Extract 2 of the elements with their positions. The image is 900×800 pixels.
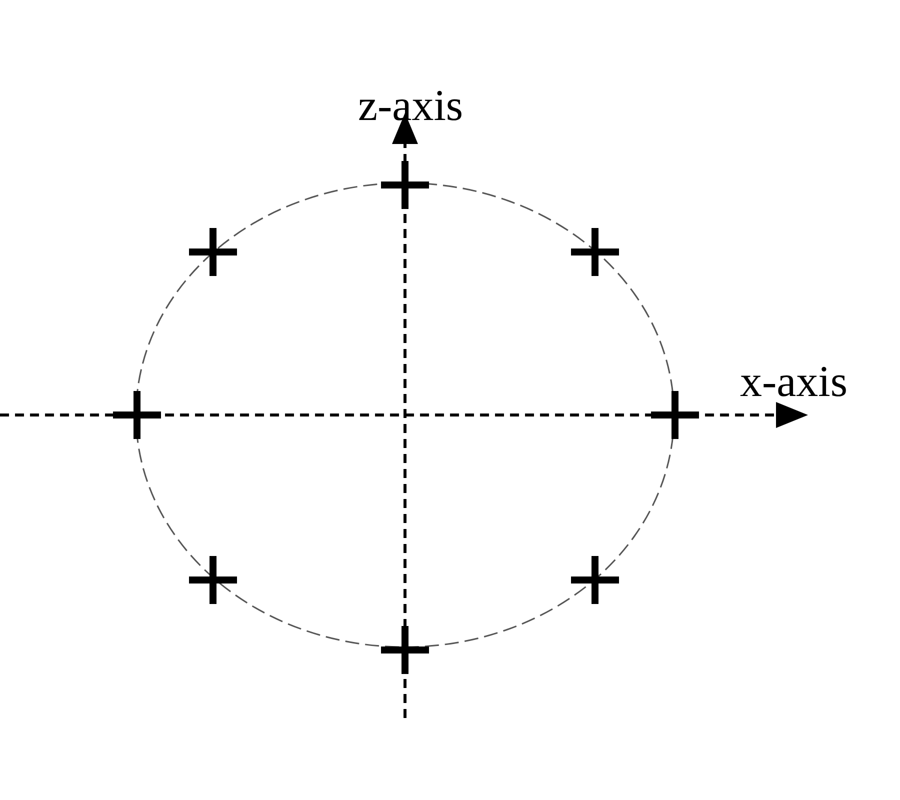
axis-label: x-axis xyxy=(740,358,848,406)
axis-label: z-axis xyxy=(358,82,464,130)
